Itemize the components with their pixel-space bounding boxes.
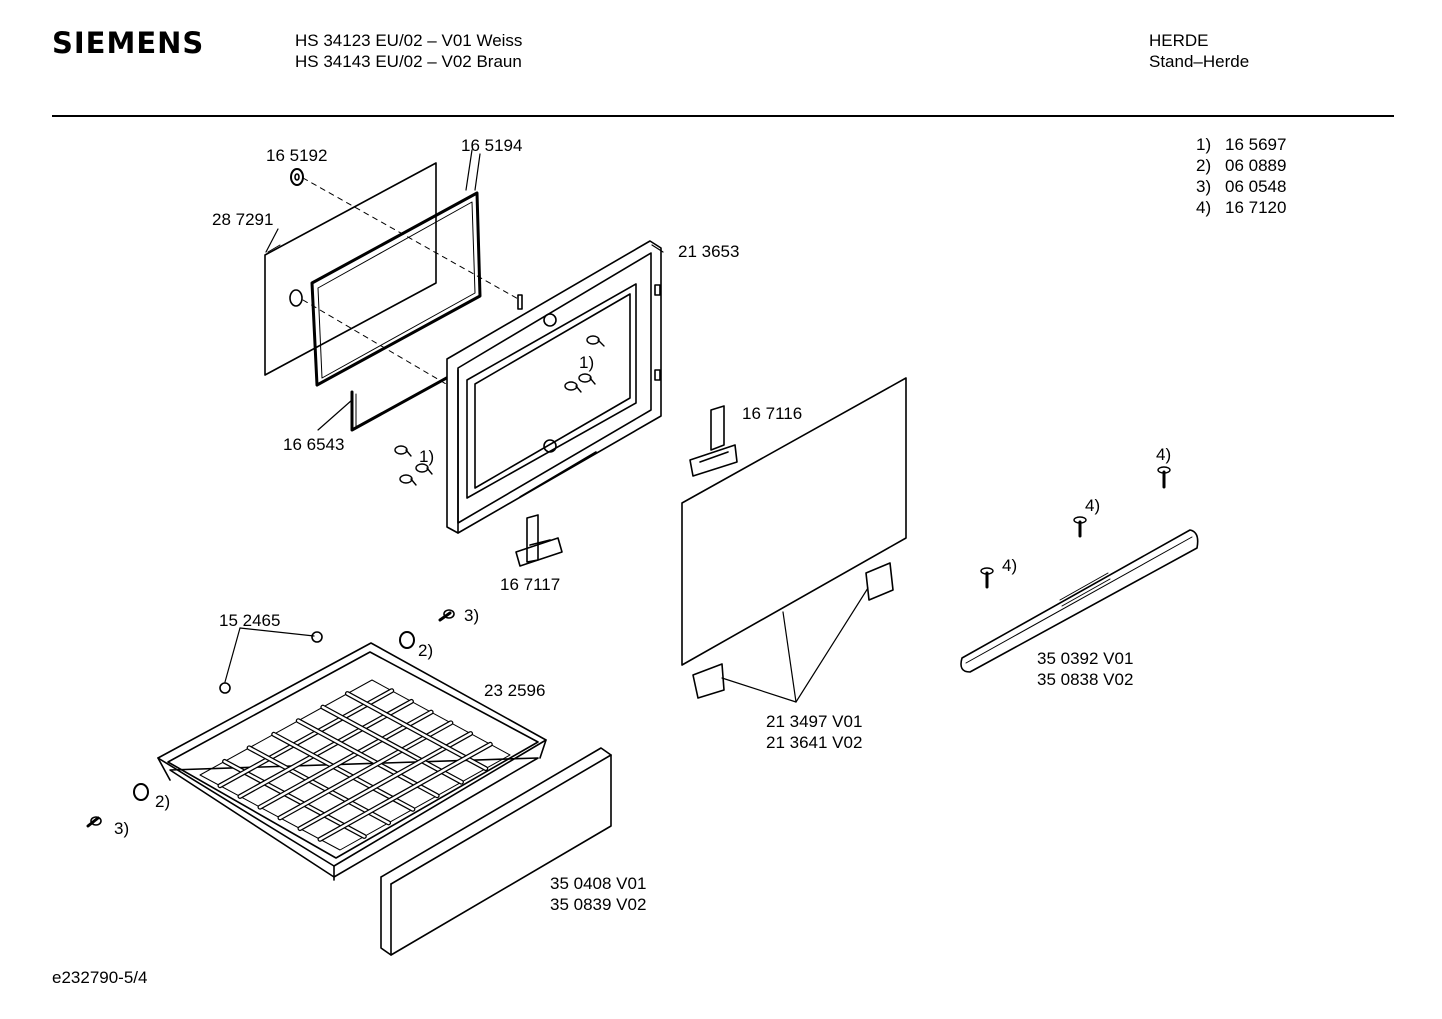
ref-1-lower: 1)	[419, 447, 435, 466]
gasket-frame	[310, 191, 482, 387]
label-166543: 16 6543	[283, 435, 345, 454]
ref-2-right: 2)	[418, 641, 434, 660]
tray-grid-bar	[218, 689, 393, 787]
model-line-2: HS 34143 EU/02 – V02 Braun	[295, 52, 522, 71]
glass-pane	[264, 162, 437, 376]
outer-door-panel	[681, 377, 907, 703]
ref-2-left: 2)	[155, 792, 171, 811]
tray-grid-bar	[258, 710, 433, 809]
ref-3-right: 3)	[464, 606, 480, 625]
label-350392-v01: 35 0392 V01	[1037, 649, 1134, 668]
screw-group-4	[980, 466, 1171, 589]
wire-part	[350, 373, 454, 432]
category-line-1: HERDE	[1149, 31, 1209, 50]
drawing-code: e232790-5/4	[52, 968, 148, 987]
label-213641-v02: 21 3641 V02	[766, 733, 863, 752]
tray-grid-bar	[321, 705, 463, 784]
legend-key-1: 1)	[1196, 135, 1212, 154]
label-165194: 16 5194	[461, 136, 523, 155]
label-167116: 16 7116	[742, 404, 803, 423]
door-handle	[960, 529, 1199, 673]
ref-4-middle: 4)	[1085, 496, 1101, 515]
drawer-front	[380, 747, 612, 956]
label-350408-v01: 35 0408 V01	[550, 874, 647, 893]
ref-4-bottom: 4)	[1002, 556, 1018, 575]
label-165192: 16 5192	[266, 146, 328, 165]
label-167117: 16 7117	[500, 575, 561, 594]
legend-part-3: 06 0548	[1225, 177, 1287, 196]
tray-grid	[217, 688, 493, 842]
legend-part-2: 06 0889	[1225, 156, 1287, 175]
legend-part-1: 16 5697	[1225, 135, 1287, 154]
tray-grid-bar	[272, 733, 415, 811]
tray-grid-bar	[238, 700, 413, 798]
leader-lines	[265, 149, 664, 431]
tray-grid-bar	[346, 692, 487, 770]
alignment-lines	[302, 177, 551, 446]
category-line-2: Stand–Herde	[1149, 52, 1250, 71]
tray-grid-bar	[223, 760, 366, 838]
tray-grid-bar	[297, 719, 439, 797]
label-350838-v02: 35 0838 V02	[1037, 670, 1134, 689]
clip-part	[289, 168, 304, 307]
hinge-upper	[689, 405, 738, 477]
door-frame	[446, 240, 662, 534]
screw-group-1	[394, 335, 605, 486]
ref-4-top: 4)	[1156, 445, 1172, 464]
label-213653: 21 3653	[678, 242, 740, 261]
header-divider	[52, 115, 1394, 117]
legend-part-4: 16 7120	[1225, 198, 1287, 217]
label-213497-v01: 21 3497 V01	[766, 712, 863, 731]
label-152465: 15 2465	[219, 611, 281, 630]
legend-key-3: 3)	[1196, 177, 1212, 196]
tray-grid-bar	[298, 732, 472, 830]
tray-grid-bar	[247, 746, 390, 825]
legend-key-4: 4)	[1196, 198, 1212, 217]
legend-key-2: 2)	[1196, 156, 1212, 175]
tray-grid-bar	[278, 721, 453, 820]
label-232596: 23 2596	[484, 681, 546, 700]
model-line-1: HS 34123 EU/02 – V01 Weiss	[295, 31, 523, 50]
label-350839-v02: 35 0839 V02	[550, 895, 647, 914]
label-287291: 28 7291	[212, 210, 274, 229]
brand-logo: SIEMENS	[52, 26, 205, 60]
tray-grid-bar	[318, 743, 492, 841]
hinge-lower	[515, 514, 563, 567]
ref-1-upper: 1)	[579, 353, 595, 372]
tray-feet	[86, 609, 455, 828]
ref-3-left: 3)	[114, 819, 130, 838]
